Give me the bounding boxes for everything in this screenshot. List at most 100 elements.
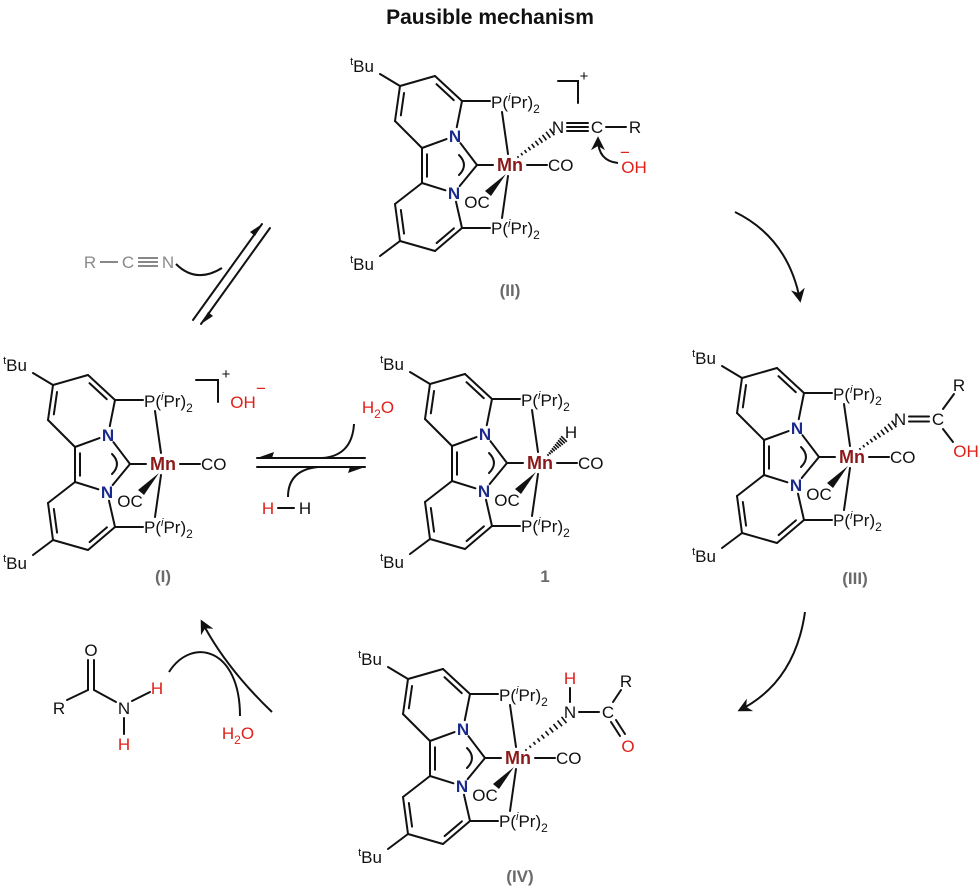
phosphine-label-top-part: i (516, 685, 519, 697)
bond (394, 85, 401, 122)
bond (741, 532, 778, 544)
tbu-label-bottom-part: t (380, 552, 383, 564)
nitrile-n-label: N (552, 118, 564, 137)
bond (721, 365, 743, 379)
double-bond-inner (52, 507, 59, 534)
half-arrowhead (348, 467, 365, 473)
water-label-bottom-part: H (222, 724, 234, 743)
bond (387, 833, 409, 850)
water-label-bottom-part: 2 (234, 733, 241, 747)
bond (409, 538, 431, 555)
carbonyl-o-label: O (621, 737, 634, 756)
bond (463, 793, 471, 822)
bond (455, 200, 463, 229)
bond (379, 240, 401, 257)
bond (489, 440, 508, 464)
mn-p-bond (531, 473, 539, 517)
mn-p-bond (501, 175, 509, 219)
bond (467, 735, 486, 759)
phosphine-label-top-part: 2 (875, 394, 882, 408)
half-arrowhead (250, 224, 262, 236)
nitrile-n-label: N (162, 253, 174, 272)
phosphine-label-bottom-part: i (850, 510, 853, 522)
tbu-label-bottom-part: Bu (6, 554, 27, 573)
delocalization-arc (111, 453, 118, 475)
hydroxide-charge: − (256, 379, 266, 398)
bond (485, 398, 493, 427)
bond (407, 668, 444, 680)
phosphine-label-top-part: i (538, 390, 541, 402)
imidate-n-label: N (894, 410, 906, 429)
hydrogen-release-curve (287, 466, 319, 498)
charge-plus: + (580, 68, 589, 85)
double-bond-inner (399, 208, 406, 235)
nitrogen-label: N (101, 483, 113, 502)
bond (801, 434, 820, 458)
carbonyl-label-wedged: OC (464, 193, 490, 212)
bond (74, 437, 101, 448)
bond (47, 502, 54, 541)
tbu-label-bottom-part: Bu (353, 255, 374, 274)
double-bond-inner (407, 801, 414, 828)
phosphine-label-top-part: P( (521, 391, 538, 410)
hashed-bond-imidate (858, 420, 898, 451)
phosphine-label-top: P(iPr)2 (491, 92, 540, 116)
carbonyl-label-wedged: OC (806, 485, 832, 504)
nitrogen-label: N (102, 426, 114, 445)
tbu-label-top-part: Bu (695, 349, 716, 368)
half-arrowhead (201, 312, 213, 324)
phosphine-label-bottom-part: 2 (875, 520, 882, 534)
water-label-top-part: H (362, 398, 374, 417)
mn-p-bond (531, 409, 539, 453)
mn-p-bond (509, 768, 517, 812)
carbonyl-label-wedged: OC (472, 786, 498, 805)
double-bond-inner (399, 92, 406, 117)
carbonyl-label: CO (556, 749, 582, 768)
equilibrium-arrow-reverse (200, 227, 271, 325)
amide-bond (66, 689, 89, 701)
bond (47, 419, 76, 448)
tbu-label-top-part: Bu (361, 650, 382, 669)
mn-p-bond (843, 403, 851, 447)
tbu-label-bottom-part: Bu (695, 547, 716, 566)
phosphine-label-top-part: P( (491, 93, 508, 112)
phosphine-label-top-part: 2 (533, 102, 540, 116)
water-label-top: H2O (362, 398, 394, 421)
nitrogen-label: N (448, 184, 460, 203)
amide-nh-bond (131, 691, 151, 702)
amide-h1-label: H (151, 679, 163, 698)
bond (776, 367, 805, 394)
bond (464, 373, 493, 400)
nitrogen-label: N (449, 127, 461, 146)
hydroxide-charge: − (620, 143, 630, 162)
carbonyl-label: CO (578, 454, 604, 473)
bond (52, 374, 89, 386)
bond (402, 678, 409, 715)
c-oh-bond (942, 428, 954, 443)
r-group-label: R (620, 672, 632, 691)
bond (379, 73, 401, 87)
bond (485, 498, 493, 527)
bond (429, 775, 455, 785)
delocalization-arc (488, 452, 495, 474)
double-bond (615, 719, 626, 735)
delocalization-arc (466, 747, 473, 769)
bond (409, 371, 431, 385)
phosphine-label-bottom: P(iPr)2 (833, 510, 882, 534)
bracket (557, 80, 579, 104)
phosphine-label-bottom-part: P( (144, 518, 161, 537)
phosphine-label-bottom-part: 2 (541, 821, 548, 835)
phosphine-label-top-part: Pr) (518, 686, 541, 705)
double-bond-inner (741, 384, 748, 409)
phosphine-label-top-part: 2 (541, 695, 548, 709)
bond (108, 399, 116, 428)
double-bond-inner (465, 381, 485, 400)
double-bond-inner (429, 506, 436, 533)
arrow-II-to-III (734, 211, 805, 303)
caption-III: (III) (842, 569, 868, 588)
bond (797, 392, 805, 421)
double-bond-inner (443, 676, 463, 695)
wedge-bond (827, 466, 848, 488)
